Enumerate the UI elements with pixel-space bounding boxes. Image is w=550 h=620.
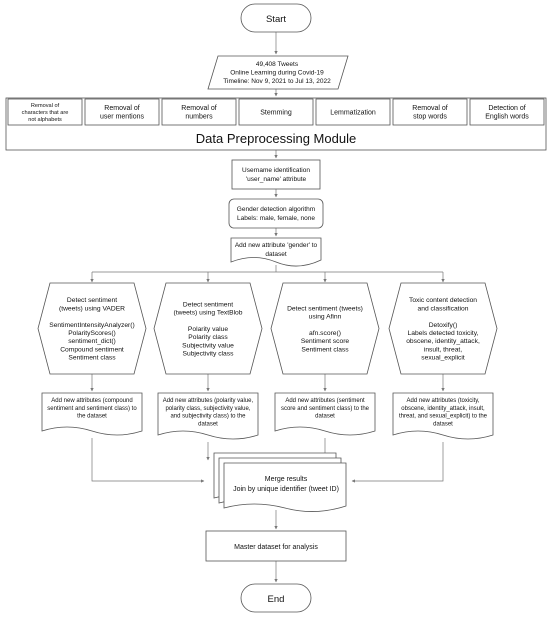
gender-algo-line: Labels: male, female, none bbox=[237, 215, 315, 222]
process-line: Compound sentiment bbox=[60, 346, 124, 353]
output-document: Add new attributes (compound sentiment an… bbox=[41, 392, 143, 436]
process-line: PolarityScores() bbox=[68, 330, 116, 337]
end-terminal: End bbox=[240, 583, 312, 613]
preprocessing-step-line: English words bbox=[485, 114, 529, 121]
output-line: Add new attributes (polarity value, bbox=[163, 398, 254, 404]
analysis-branch: Detect sentiment (tweets) using Afinn afn.… bbox=[270, 282, 380, 436]
connector-lines bbox=[90, 32, 445, 583]
preprocessing-step-line: Removal of bbox=[104, 105, 139, 112]
preprocessing-step-line: not alphabets bbox=[28, 117, 62, 123]
merge-line: Merge results bbox=[265, 476, 308, 483]
username-line: Username identification bbox=[242, 167, 310, 174]
output-line: and subjectivity class) to the bbox=[170, 414, 246, 420]
master-label: Master dataset for analysis bbox=[234, 544, 318, 551]
merge-line: Join by unique identifier (tweet ID) bbox=[233, 486, 339, 493]
process-line: Detect sentiment bbox=[67, 297, 117, 304]
process-line: afn.score() bbox=[309, 330, 341, 337]
start-terminal: Start bbox=[240, 3, 312, 33]
input-line: 49,408 Tweets bbox=[256, 61, 299, 68]
process-line: Polarity value bbox=[188, 326, 228, 333]
input-line: Timeline: Nov 9, 2021 to Jul 13, 2022 bbox=[223, 78, 331, 85]
process-line: insult, threat, bbox=[424, 346, 462, 353]
username-line: 'user_name' attribute bbox=[246, 176, 307, 183]
output-line: obscene, identity_attack, insult, bbox=[401, 406, 485, 412]
process-line: Sentiment score bbox=[301, 338, 350, 345]
gender-attribute-document: Add new attribute 'gender' to dataset bbox=[230, 237, 322, 267]
preprocessing-step-line: characters that are bbox=[22, 110, 69, 116]
gender-attr-line: dataset bbox=[265, 251, 287, 258]
process-line: Subjectivity class bbox=[183, 351, 235, 358]
preprocessing-step-line: Removal of bbox=[181, 105, 216, 112]
process-hexagon: Detect sentiment (tweets) using Afinn afn.… bbox=[270, 282, 380, 375]
process-line: using Afinn bbox=[309, 314, 342, 321]
preprocessing-step: Detection of English words bbox=[469, 98, 545, 126]
process-line: Sentiment class bbox=[68, 355, 116, 362]
preprocessing-step: Stemming bbox=[238, 98, 314, 126]
process-line: Detect sentiment bbox=[183, 301, 233, 308]
preprocessing-title: Data Preprocessing Module bbox=[196, 131, 356, 146]
process-line: sexual_explicit bbox=[421, 355, 465, 362]
merge-results: Merge results Join by unique identifier … bbox=[213, 452, 347, 512]
output-line: sentiment and sentiment class) to bbox=[47, 406, 137, 412]
process-line: and classification bbox=[418, 305, 469, 312]
end-label: End bbox=[268, 594, 285, 605]
preprocessing-step-line: user mentions bbox=[100, 114, 144, 121]
process-line: Labels detected toxicity, bbox=[408, 330, 479, 337]
output-document: Add new attributes (sentiment score and s… bbox=[274, 392, 376, 436]
preprocessing-step-line: Lemmatization bbox=[330, 109, 376, 116]
output-line: dataset bbox=[315, 414, 335, 420]
output-line: Add new attributes (toxicity, bbox=[407, 398, 480, 404]
preprocessing-step: Removal of stop words bbox=[392, 98, 468, 126]
output-document: Add new attributes (toxicity, obscene, id… bbox=[392, 392, 494, 440]
process-line: Detoxify() bbox=[429, 322, 458, 329]
analysis-branch: Detect sentiment(tweets) using VADER Sent… bbox=[37, 282, 147, 436]
gender-detection: Gender detection algorithm Labels: male,… bbox=[228, 198, 324, 229]
process-line: Subjectivity value bbox=[182, 342, 234, 349]
output-line: the dataset bbox=[77, 414, 107, 420]
process-hexagon: Detect sentiment(tweets) using VADER Sent… bbox=[37, 282, 147, 375]
process-line: SentimentIntensityAnalyzer() bbox=[49, 322, 135, 329]
preprocessing-step-line: Removal of bbox=[31, 103, 60, 109]
process-line: Detect sentiment (tweets) bbox=[287, 305, 363, 312]
output-line: Add new attributes (sentiment bbox=[285, 398, 365, 404]
process-line: (tweets) using TextBlob bbox=[173, 310, 242, 317]
preprocessing-step-line: stop words bbox=[413, 114, 447, 121]
process-line: Toxic content detection bbox=[409, 297, 477, 304]
process-line: Polarity class bbox=[188, 334, 228, 341]
preprocessing-step-line: Removal of bbox=[412, 105, 447, 112]
input-line: Online Learning during Covid-19 bbox=[230, 70, 324, 77]
preprocessing-step-line: Detection of bbox=[488, 105, 525, 112]
username-identification: Username identification 'user_name' attr… bbox=[231, 159, 321, 190]
process-line: Sentiment class bbox=[301, 346, 349, 353]
output-line: threat, and sexual_explicit) to the bbox=[399, 414, 488, 420]
output-line: score and sentiment class) to the bbox=[281, 406, 370, 412]
output-line: dataset bbox=[433, 421, 453, 427]
output-document: Add new attributes (polarity value, polar… bbox=[157, 392, 259, 440]
gender-algo-line: Gender detection algorithm bbox=[237, 206, 315, 213]
output-line: Add new attributes (compound bbox=[51, 398, 132, 404]
preprocessing-step-line: numbers bbox=[185, 114, 213, 121]
master-dataset: Master dataset for analysis bbox=[205, 530, 347, 562]
process-line: sentiment_dict() bbox=[68, 338, 116, 345]
start-label: Start bbox=[266, 14, 286, 25]
preprocessing-step: Lemmatization bbox=[315, 98, 391, 126]
process-line: (tweets) using VADER bbox=[59, 305, 125, 312]
process-line: obscene, identity_attack, bbox=[406, 338, 480, 345]
preprocessing-step-line: Stemming bbox=[260, 109, 292, 116]
analysis-branches: Detect sentiment(tweets) using VADERSent… bbox=[37, 282, 498, 440]
preprocessing-module: Data Preprocessing Module Removal ofchar… bbox=[5, 97, 547, 151]
preprocessing-step: Removal of numbers bbox=[161, 98, 237, 126]
process-hexagon: Detect sentiment (tweets) using TextBlobP… bbox=[153, 282, 263, 375]
input-data: 49,408 Tweets Online Learning during Cov… bbox=[207, 55, 349, 90]
analysis-branch: Detect sentiment (tweets) using TextBlobP… bbox=[153, 282, 263, 440]
output-line: polarity class, subjectivity value, bbox=[165, 406, 250, 412]
output-line: dataset bbox=[198, 421, 218, 427]
gender-attr-line: Add new attribute 'gender' to bbox=[235, 242, 318, 249]
preprocessing-step: Removal of user mentions bbox=[84, 98, 160, 126]
